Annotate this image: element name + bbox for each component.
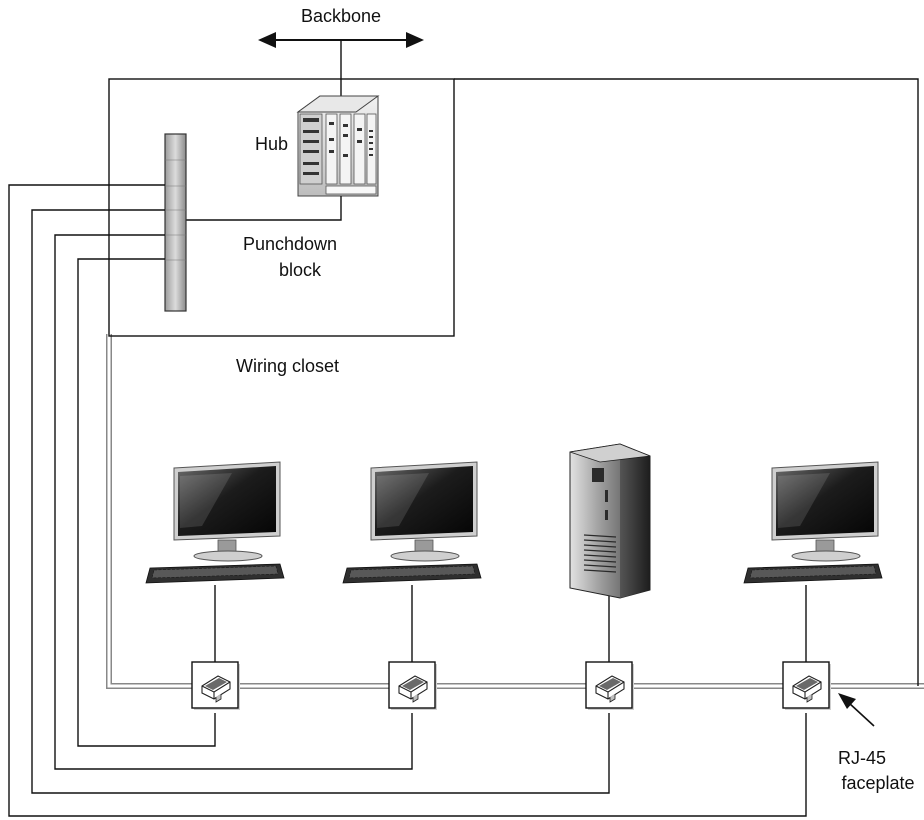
wiring-closet-label: Wiring closet	[236, 356, 339, 376]
hub-to-punchdown-wire	[186, 196, 342, 221]
cable-run-4	[8, 184, 807, 817]
backbone-arrow	[258, 32, 424, 102]
rj45-label-line1: RJ-45	[838, 748, 886, 768]
punchdown-block-icon	[164, 133, 187, 312]
room-top-wall	[454, 78, 919, 686]
punchdown-label-line1: Punchdown	[243, 234, 337, 254]
backbone-label: Backbone	[301, 6, 381, 26]
rj45-label-line2: faceplate	[841, 773, 914, 793]
cable-run-2	[54, 234, 413, 770]
rj45-faceplate-1-icon	[191, 661, 241, 711]
server-tower-icon	[569, 443, 651, 599]
punchdown-label-line2: block	[279, 260, 322, 280]
cable-run-1	[77, 258, 216, 747]
rj45-faceplate-2-icon	[388, 661, 438, 711]
room-wall-inner	[107, 334, 924, 688]
rj45-faceplate-3-icon	[585, 661, 635, 711]
rj45-faceplate-4-icon	[782, 661, 832, 711]
computer-2-icon	[342, 461, 482, 584]
wiring-closet-box	[108, 78, 455, 337]
hub-icon	[296, 95, 380, 197]
computer-3-icon	[743, 461, 883, 584]
hub-label: Hub	[255, 134, 288, 154]
rj45-callout-arrow	[838, 693, 875, 727]
computer-1-icon	[145, 461, 285, 584]
cable-run-3	[31, 209, 610, 794]
